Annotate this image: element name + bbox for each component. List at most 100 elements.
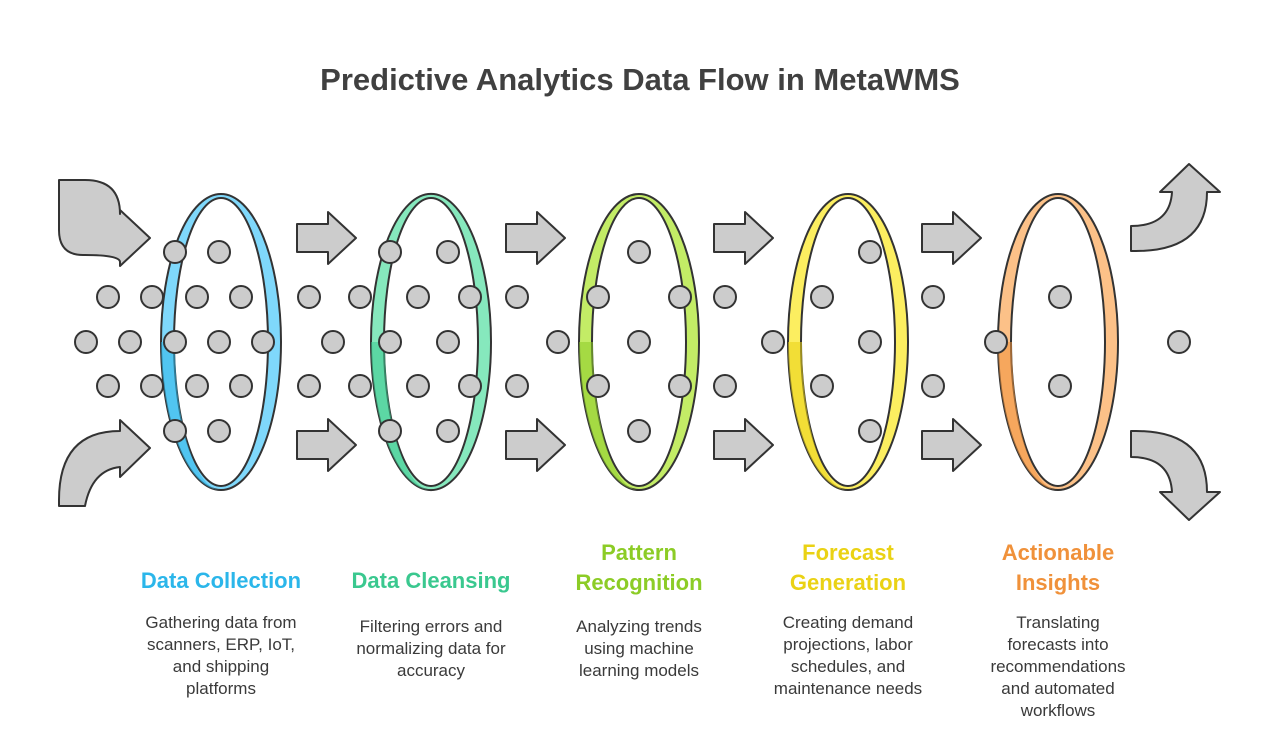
stage-label-line: Forecast (802, 540, 894, 565)
data-particle (586, 374, 610, 398)
data-particle (810, 285, 834, 309)
ring-shade (579, 342, 639, 490)
stage-description-line: recommendations (990, 657, 1126, 676)
stage-description-line: accuracy (396, 661, 466, 680)
data-particle (1167, 330, 1191, 354)
page-title: Predictive Analytics Data Flow in MetaWM… (320, 62, 960, 97)
arrow-right-icon (713, 211, 774, 265)
stage-description-line: Translating (1016, 613, 1100, 632)
stage-description-line: Analyzing trends (576, 617, 702, 636)
data-particle (297, 374, 321, 398)
stage-description-line: maintenance needs (773, 679, 923, 698)
data-particle (96, 374, 120, 398)
data-particle (458, 285, 482, 309)
stage-description-line: normalizing data for (356, 639, 506, 658)
curved-arrow-out-bottom-icon (1130, 430, 1221, 521)
stage-ring (786, 193, 910, 491)
stage-description-line: using machine (584, 639, 694, 658)
stage-description: Translating forecasts into recommendations… (958, 612, 1158, 722)
data-particle (713, 374, 737, 398)
data-particle (378, 330, 402, 354)
data-particle (74, 330, 98, 354)
stage-description-line: and shipping (172, 657, 270, 676)
arrow-right-icon (505, 211, 566, 265)
data-particle (921, 374, 945, 398)
stage-description-line: forecasts into (1007, 635, 1109, 654)
stage-description-line: scanners, ERP, IoT, (146, 635, 296, 654)
data-particle (627, 419, 651, 443)
ring-shade (371, 342, 431, 490)
data-particle (713, 285, 737, 309)
data-particle (207, 419, 231, 443)
stage-description: Filtering errors and normalizing data for… (331, 616, 531, 682)
arrow-right-icon (505, 418, 566, 472)
arrow-right-icon (921, 418, 982, 472)
stage-description-line: and automated (1001, 679, 1115, 698)
stage-description: Gathering data from scanners, ERP, IoT, an… (121, 612, 321, 700)
data-particle (229, 285, 253, 309)
data-particle (436, 240, 460, 264)
data-particle (627, 240, 651, 264)
data-particle (505, 285, 529, 309)
data-particle (163, 419, 187, 443)
stage-label: Data Cleansing (321, 566, 541, 596)
stage-label-line: Generation (789, 570, 907, 595)
data-particle (251, 330, 275, 354)
stage-description-line: workflows (1020, 701, 1096, 720)
data-particle (586, 285, 610, 309)
stage-label-line: Recognition (575, 570, 703, 595)
data-particle (436, 419, 460, 443)
arrow-right-icon (296, 211, 357, 265)
data-particle (96, 285, 120, 309)
data-particle (668, 285, 692, 309)
data-particle (921, 285, 945, 309)
data-particle (163, 330, 187, 354)
arrow-right-icon (921, 211, 982, 265)
stage-label: Data Collection (111, 566, 331, 596)
data-particle (207, 330, 231, 354)
data-particles (74, 240, 1191, 443)
arrow-right-icon (713, 418, 774, 472)
ring-shade (788, 342, 848, 490)
curved-arrow-in-top-icon (58, 179, 151, 267)
stage-description-line: schedules, and (790, 657, 906, 676)
data-particle (185, 285, 209, 309)
data-particle (668, 374, 692, 398)
data-particle (140, 285, 164, 309)
stage-ring (996, 193, 1120, 491)
data-particle (810, 374, 834, 398)
connector-arrows (296, 211, 982, 472)
data-particle (627, 330, 651, 354)
stage-label-line: Data Collection (140, 568, 302, 593)
stage-label-line: Actionable (1001, 540, 1115, 565)
data-particle (229, 374, 253, 398)
data-particle (505, 374, 529, 398)
stage-description-line: projections, labor (783, 635, 913, 654)
data-particle (118, 330, 142, 354)
curved-arrow-out-top-icon (1130, 163, 1221, 252)
stage-description-line: Gathering data from (145, 613, 297, 632)
data-particle (378, 240, 402, 264)
data-particle (858, 330, 882, 354)
stage-ring (369, 193, 493, 491)
stage-label-line: Pattern (601, 540, 677, 565)
stage-description-line: Filtering errors and (359, 617, 503, 636)
data-particle (436, 330, 460, 354)
data-particle (378, 419, 402, 443)
data-particle (406, 285, 430, 309)
data-particle (140, 374, 164, 398)
data-particle (458, 374, 482, 398)
data-particle (348, 374, 372, 398)
data-particle (163, 240, 187, 264)
data-particle (1048, 374, 1072, 398)
arrow-right-icon (296, 418, 357, 472)
data-particle (406, 374, 430, 398)
data-particle (297, 285, 321, 309)
curved-arrow-in-bottom-icon (58, 419, 151, 507)
stage-label-line: Insights (1015, 570, 1101, 595)
ring-shade (998, 342, 1058, 490)
